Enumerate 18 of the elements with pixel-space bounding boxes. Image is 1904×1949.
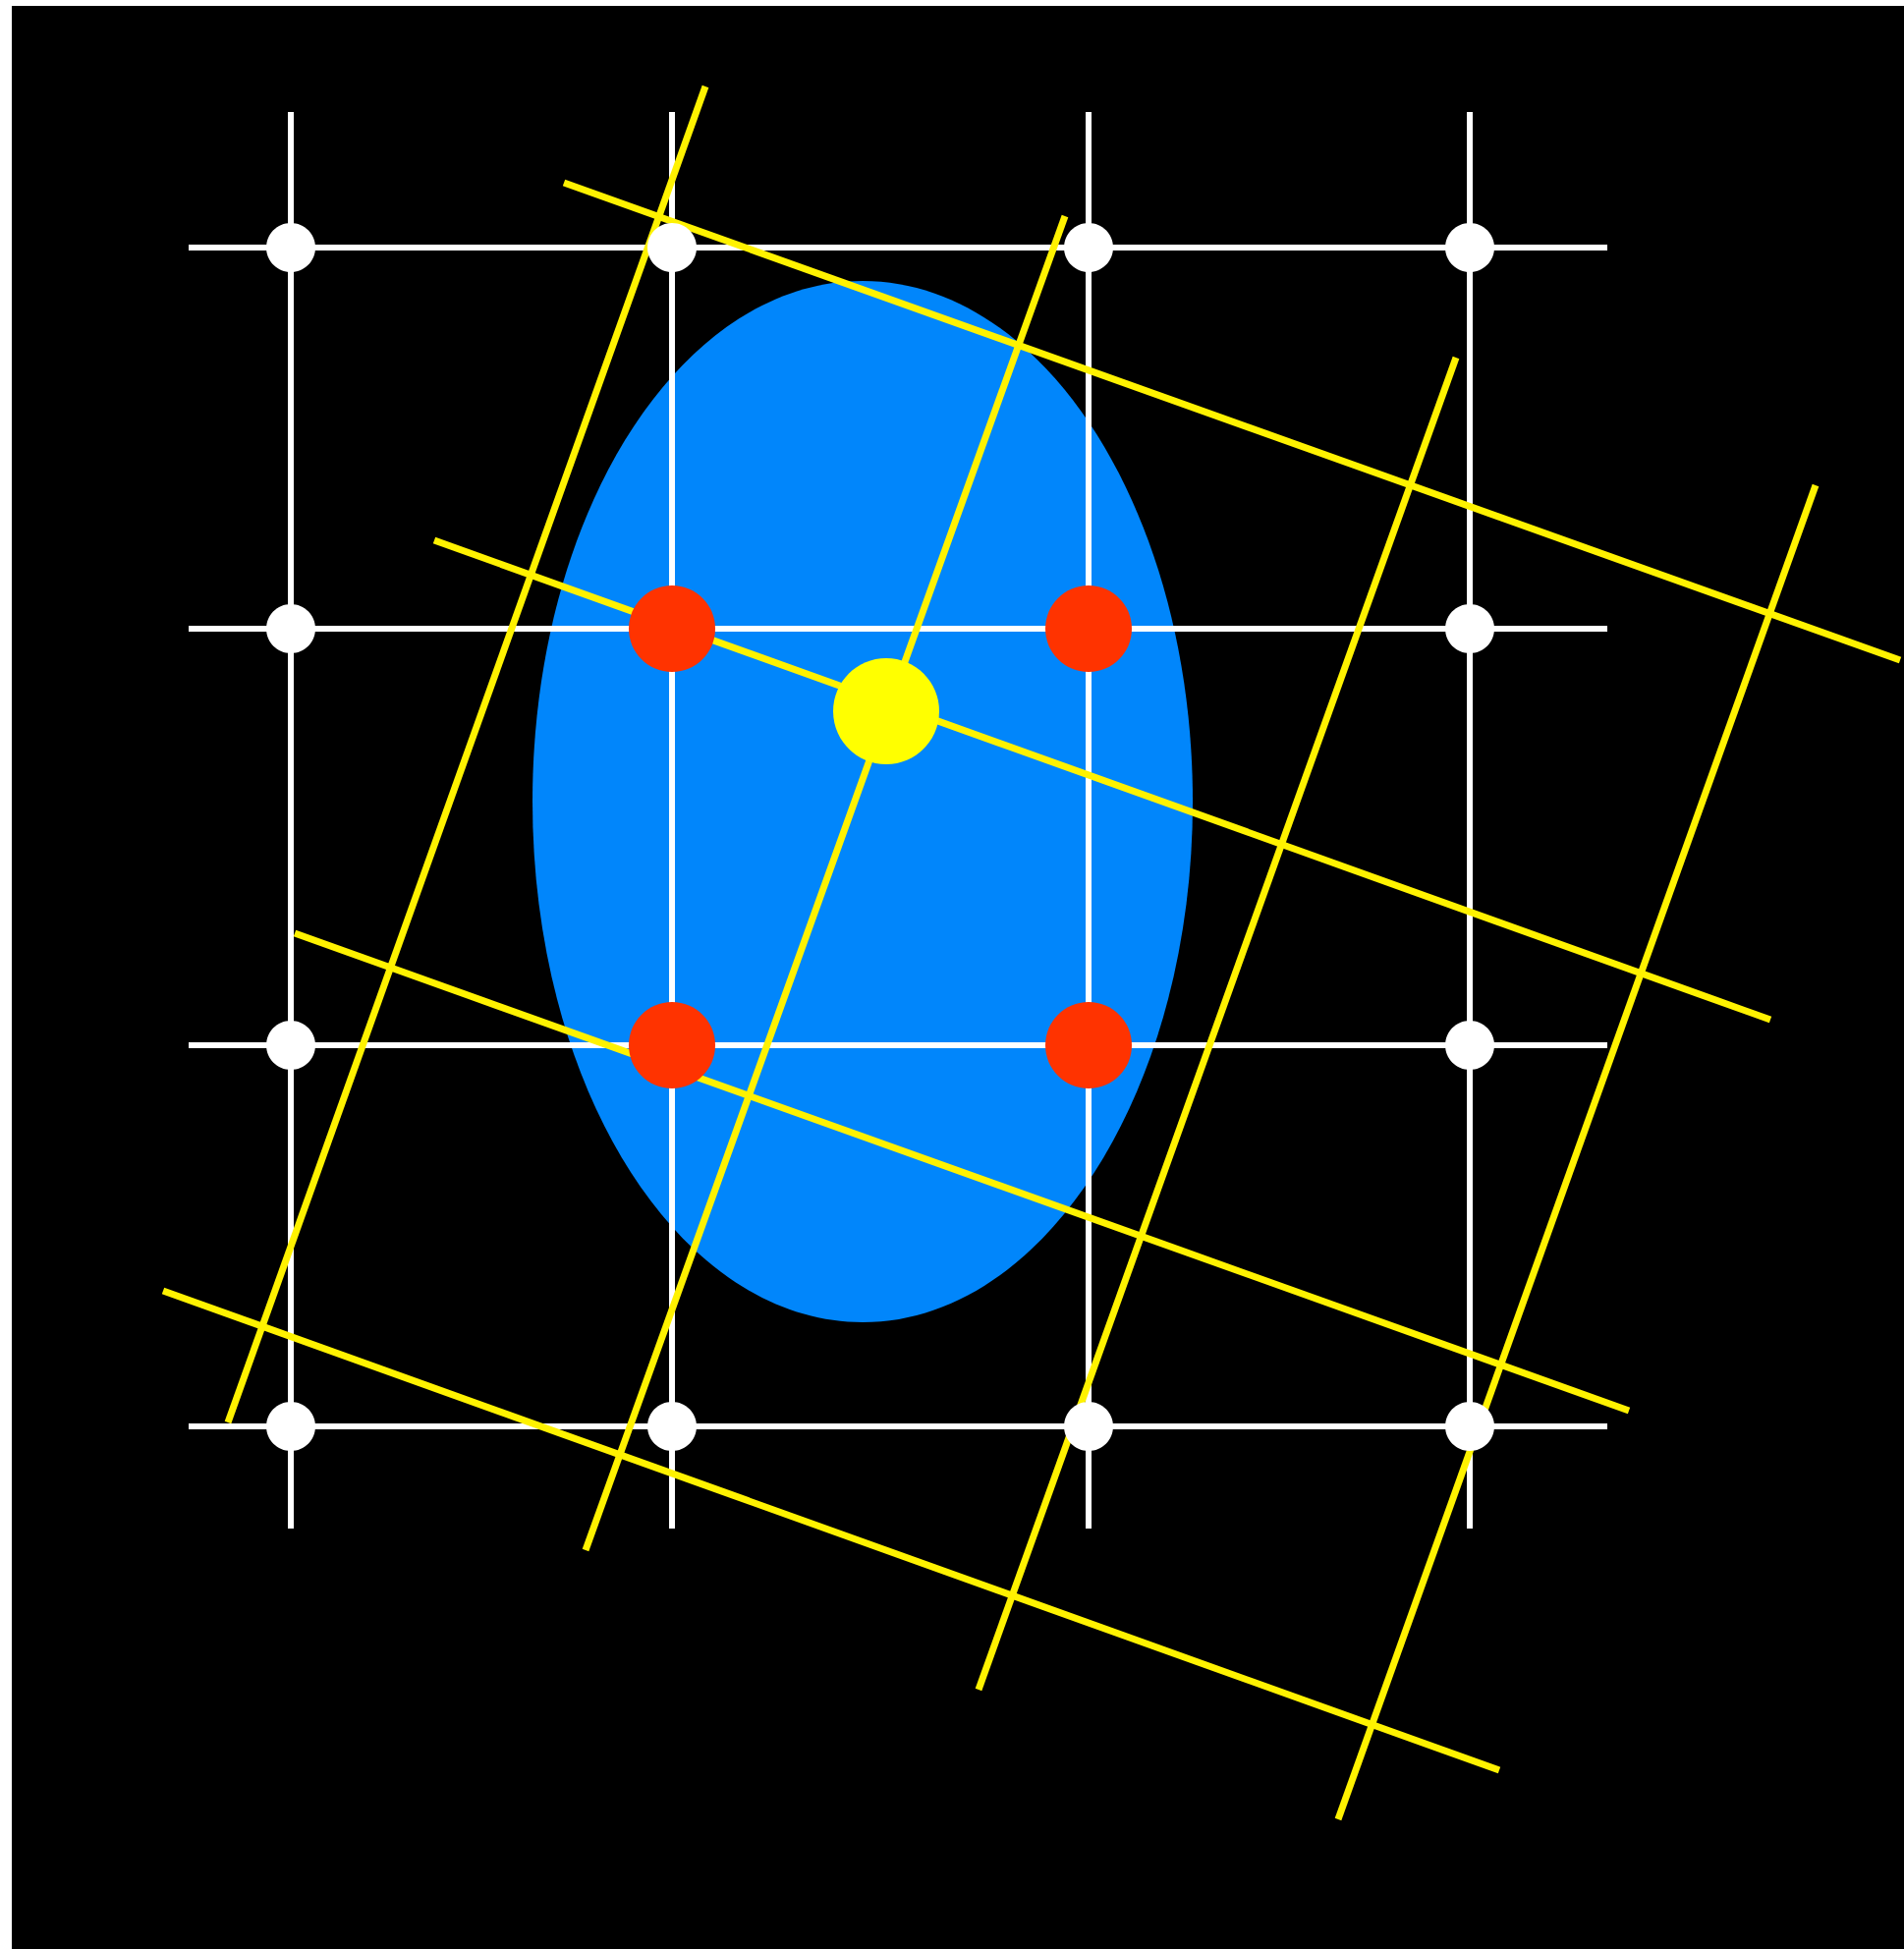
dot (629, 1002, 715, 1088)
dot (1445, 1021, 1494, 1070)
dot (266, 1021, 315, 1070)
dot (1064, 223, 1113, 272)
dot (1445, 1402, 1494, 1451)
dot (1045, 1002, 1132, 1088)
dot (1445, 223, 1494, 272)
ellipse-shape (532, 281, 1193, 1322)
dot (1445, 604, 1494, 653)
dot (266, 223, 315, 272)
dot (647, 1402, 697, 1451)
dot (629, 585, 715, 672)
dot (266, 1402, 315, 1451)
dot (1045, 585, 1132, 672)
dot (833, 658, 939, 764)
dot (1064, 1402, 1113, 1451)
dot (266, 604, 315, 653)
dot (647, 223, 697, 272)
